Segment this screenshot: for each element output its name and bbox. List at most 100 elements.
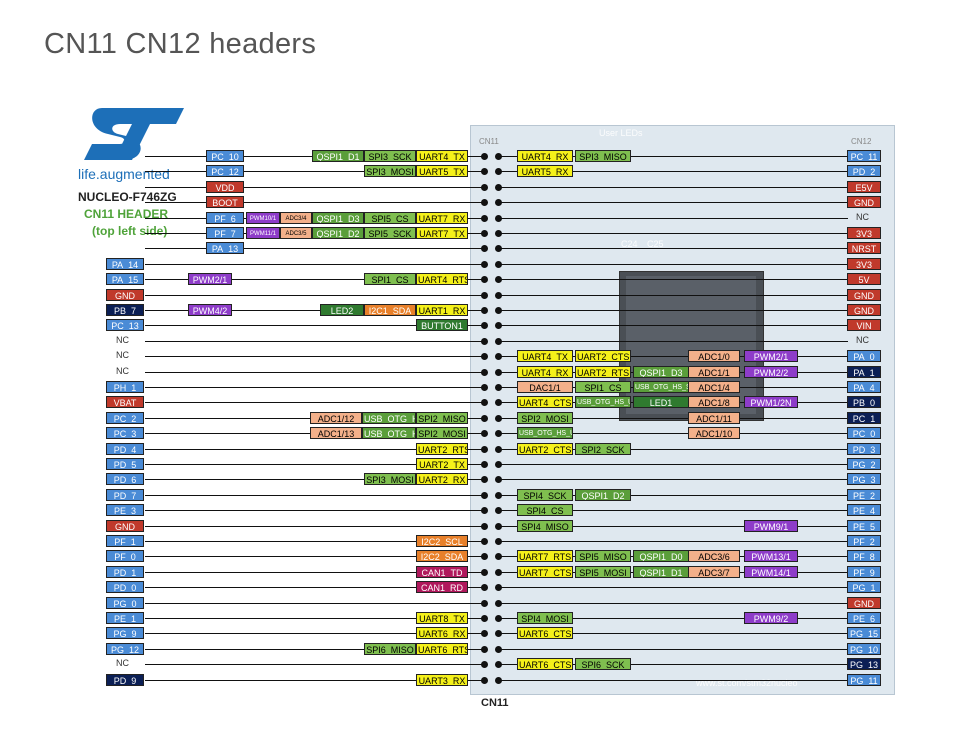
- header-pin: [495, 353, 502, 361]
- alt-function-label: UART5_TX: [416, 165, 468, 178]
- alt-function-label: I2C2_SDA: [416, 550, 468, 563]
- header-pin: [495, 384, 502, 391]
- header-pin: [495, 538, 502, 545]
- wire-left: [145, 494, 484, 496]
- alt-function-label: SPI1_CS: [575, 381, 631, 393]
- header-pin: [481, 430, 488, 438]
- header-pin: [495, 476, 502, 484]
- header-pin: [495, 599, 502, 607]
- cn11-top-label: CN11: [479, 137, 499, 146]
- pin-name-label: PG_11: [847, 673, 881, 686]
- alt-function-label: PWM13/1: [744, 550, 798, 563]
- header-pin: [481, 538, 488, 545]
- wire-left: [145, 402, 484, 404]
- header-pin: [495, 199, 502, 207]
- wire-left: [145, 171, 484, 173]
- alt-function-label: SPI3_MOSI: [364, 165, 416, 178]
- wire-right: [498, 602, 848, 604]
- alt-function-label: UART5_RX: [517, 165, 573, 178]
- pin-name-label: PE_1: [106, 612, 144, 624]
- header-pin: [481, 491, 488, 499]
- alt-function-label: UART2_CTS: [517, 442, 573, 455]
- alt-function-label: PWM2/2: [744, 365, 798, 378]
- header-pin: [481, 568, 488, 576]
- wire-right: [498, 464, 848, 465]
- header-pin: [481, 445, 488, 453]
- alt-function-label: ADC3/5: [280, 227, 312, 239]
- pin-nc-label: NC: [116, 658, 129, 669]
- wire-left: [145, 279, 484, 281]
- pin-name-label: 3V3: [847, 227, 881, 239]
- wire-right: [498, 541, 848, 542]
- pin-name-label: PF_8: [847, 550, 881, 563]
- alt-function-label: SPI4_CS: [517, 504, 573, 517]
- alt-function-label: SPI5_MISO: [575, 550, 631, 563]
- header-pin: [481, 399, 488, 407]
- pin-name-label: 3V3: [847, 257, 881, 270]
- alt-function-label: SPI2_MOSI: [517, 411, 573, 424]
- alt-function-label: ADC3/6: [688, 550, 740, 563]
- alt-function-label: ADC1/0: [688, 350, 740, 363]
- alt-function-label: SPI4_MISO: [517, 519, 573, 532]
- alt-function-label: ADC1/10: [688, 427, 740, 440]
- header-pin: [495, 214, 502, 222]
- alt-function-label: UART2_RTS: [575, 365, 631, 378]
- alt-function-label: UART4_CTS: [517, 396, 573, 409]
- pin-name-label: PA_4: [847, 381, 881, 393]
- pin-name-label: PE_5: [847, 519, 881, 532]
- wire-right: [498, 648, 848, 650]
- pin-nc-label: NC: [116, 350, 129, 361]
- alt-function-label: PWM10/1: [246, 211, 280, 224]
- alt-function-label: QSPI1_D0: [633, 550, 689, 563]
- header-pin: [481, 168, 488, 176]
- alt-function-label: UART1_RX: [416, 304, 468, 316]
- wire-right: [498, 294, 848, 296]
- board-silk-url: www.st.com/stm32nucleo: [696, 678, 798, 688]
- pin-name-label: PD_3: [847, 442, 881, 455]
- header-pin: [495, 414, 502, 422]
- alt-function-label: CAN1_RD: [416, 581, 468, 594]
- alt-function-label: PWM11/1: [246, 227, 280, 239]
- header-pin: [481, 414, 488, 422]
- wire-right: [498, 525, 848, 527]
- alt-function-label: SPI4_MOSI: [517, 612, 573, 624]
- pin-name-label: VDD: [206, 180, 244, 193]
- alt-function-label: UART8_TX: [416, 612, 468, 624]
- pin-name-label: PE_4: [847, 504, 881, 517]
- alt-function-label: LED1: [633, 396, 689, 409]
- mcu-die: [626, 276, 756, 414]
- pin-name-label: PE_2: [847, 488, 881, 501]
- alt-function-label: UART7_RTS: [517, 550, 573, 563]
- wire-left: [145, 633, 484, 635]
- header-pin: [481, 230, 488, 237]
- pin-name-label: PB_0: [847, 396, 881, 409]
- alt-function-label: SPI3_MOSI: [364, 473, 416, 486]
- alt-function-label: ADC3/4: [280, 211, 312, 224]
- wire-right: [498, 664, 848, 666]
- alt-function-label: SPI3_MISO: [575, 150, 631, 162]
- pin-name-label: PG_1: [847, 581, 881, 594]
- pin-name-label: PG_13: [847, 658, 881, 671]
- alt-function-label: UART3_RX: [416, 673, 468, 686]
- header-pin: [481, 584, 488, 592]
- wire-left: [145, 263, 484, 265]
- page-title: CN11 CN12 headers: [44, 28, 317, 60]
- wire-left: [145, 340, 484, 342]
- alt-function-label: USB_OTG_HS_ULPI: [362, 427, 416, 440]
- alt-function-label: CAN1_TD: [416, 565, 468, 578]
- pin-name-label: PG_10: [847, 642, 881, 655]
- pin-name-label: GND: [847, 288, 881, 301]
- pin-name-label: PG_9: [106, 627, 144, 640]
- wire-left: [145, 571, 484, 573]
- alt-function-label: QSPI1_D1: [312, 150, 364, 162]
- header-pin: [495, 584, 502, 592]
- pin-name-label: GND: [847, 196, 881, 209]
- wire-right: [498, 433, 848, 435]
- header-pin: [481, 553, 488, 561]
- alt-function-label: UART7_TX: [416, 227, 468, 239]
- board-silk-leds: User LEDs: [599, 128, 643, 138]
- alt-function-label: SPI3_SCK: [364, 150, 416, 162]
- alt-function-label: UART4_RX: [517, 150, 573, 162]
- wire-left: [145, 387, 484, 388]
